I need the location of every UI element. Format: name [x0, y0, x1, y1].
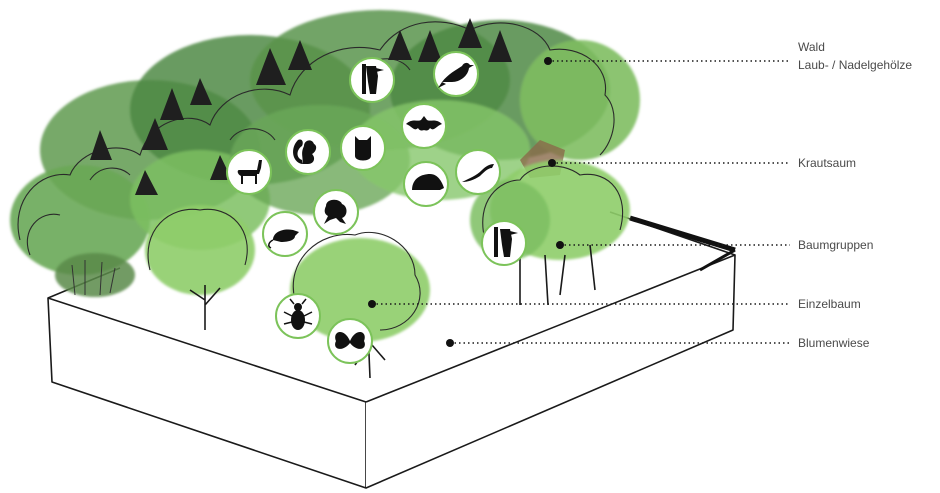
label-krautsaum: Krautsaum: [798, 156, 857, 170]
left-tree: [145, 205, 255, 330]
owl-icon: [340, 125, 386, 171]
label-wald: Wald: [798, 40, 825, 54]
frog-icon: [313, 189, 359, 235]
butterfly-icon: [327, 318, 373, 364]
lizard-icon: [455, 149, 501, 195]
label-einzelbaum: Einzelbaum: [798, 297, 861, 311]
single-tree: [290, 231, 430, 379]
beetle-icon: [275, 293, 321, 339]
animal-badges: [226, 51, 527, 364]
bird-icon: [433, 51, 479, 97]
mouse-icon: [262, 211, 308, 257]
label-blumenwiese: Blumenwiese: [798, 336, 870, 350]
woodpecker-icon: [481, 220, 527, 266]
label-wald-sub: Laub- / Nadelgehölze: [798, 58, 913, 72]
bat-icon: [401, 103, 447, 149]
label-baumgruppen: Baumgruppen: [798, 238, 874, 252]
hedgehog-icon: [403, 161, 449, 207]
leader-dots: [368, 57, 564, 347]
deer-icon: [226, 149, 272, 195]
squirrel-icon: [285, 129, 331, 175]
hedge-edge-2: [699, 248, 736, 272]
woodpecker-icon: [349, 57, 395, 103]
leader-lines: [372, 60, 790, 344]
